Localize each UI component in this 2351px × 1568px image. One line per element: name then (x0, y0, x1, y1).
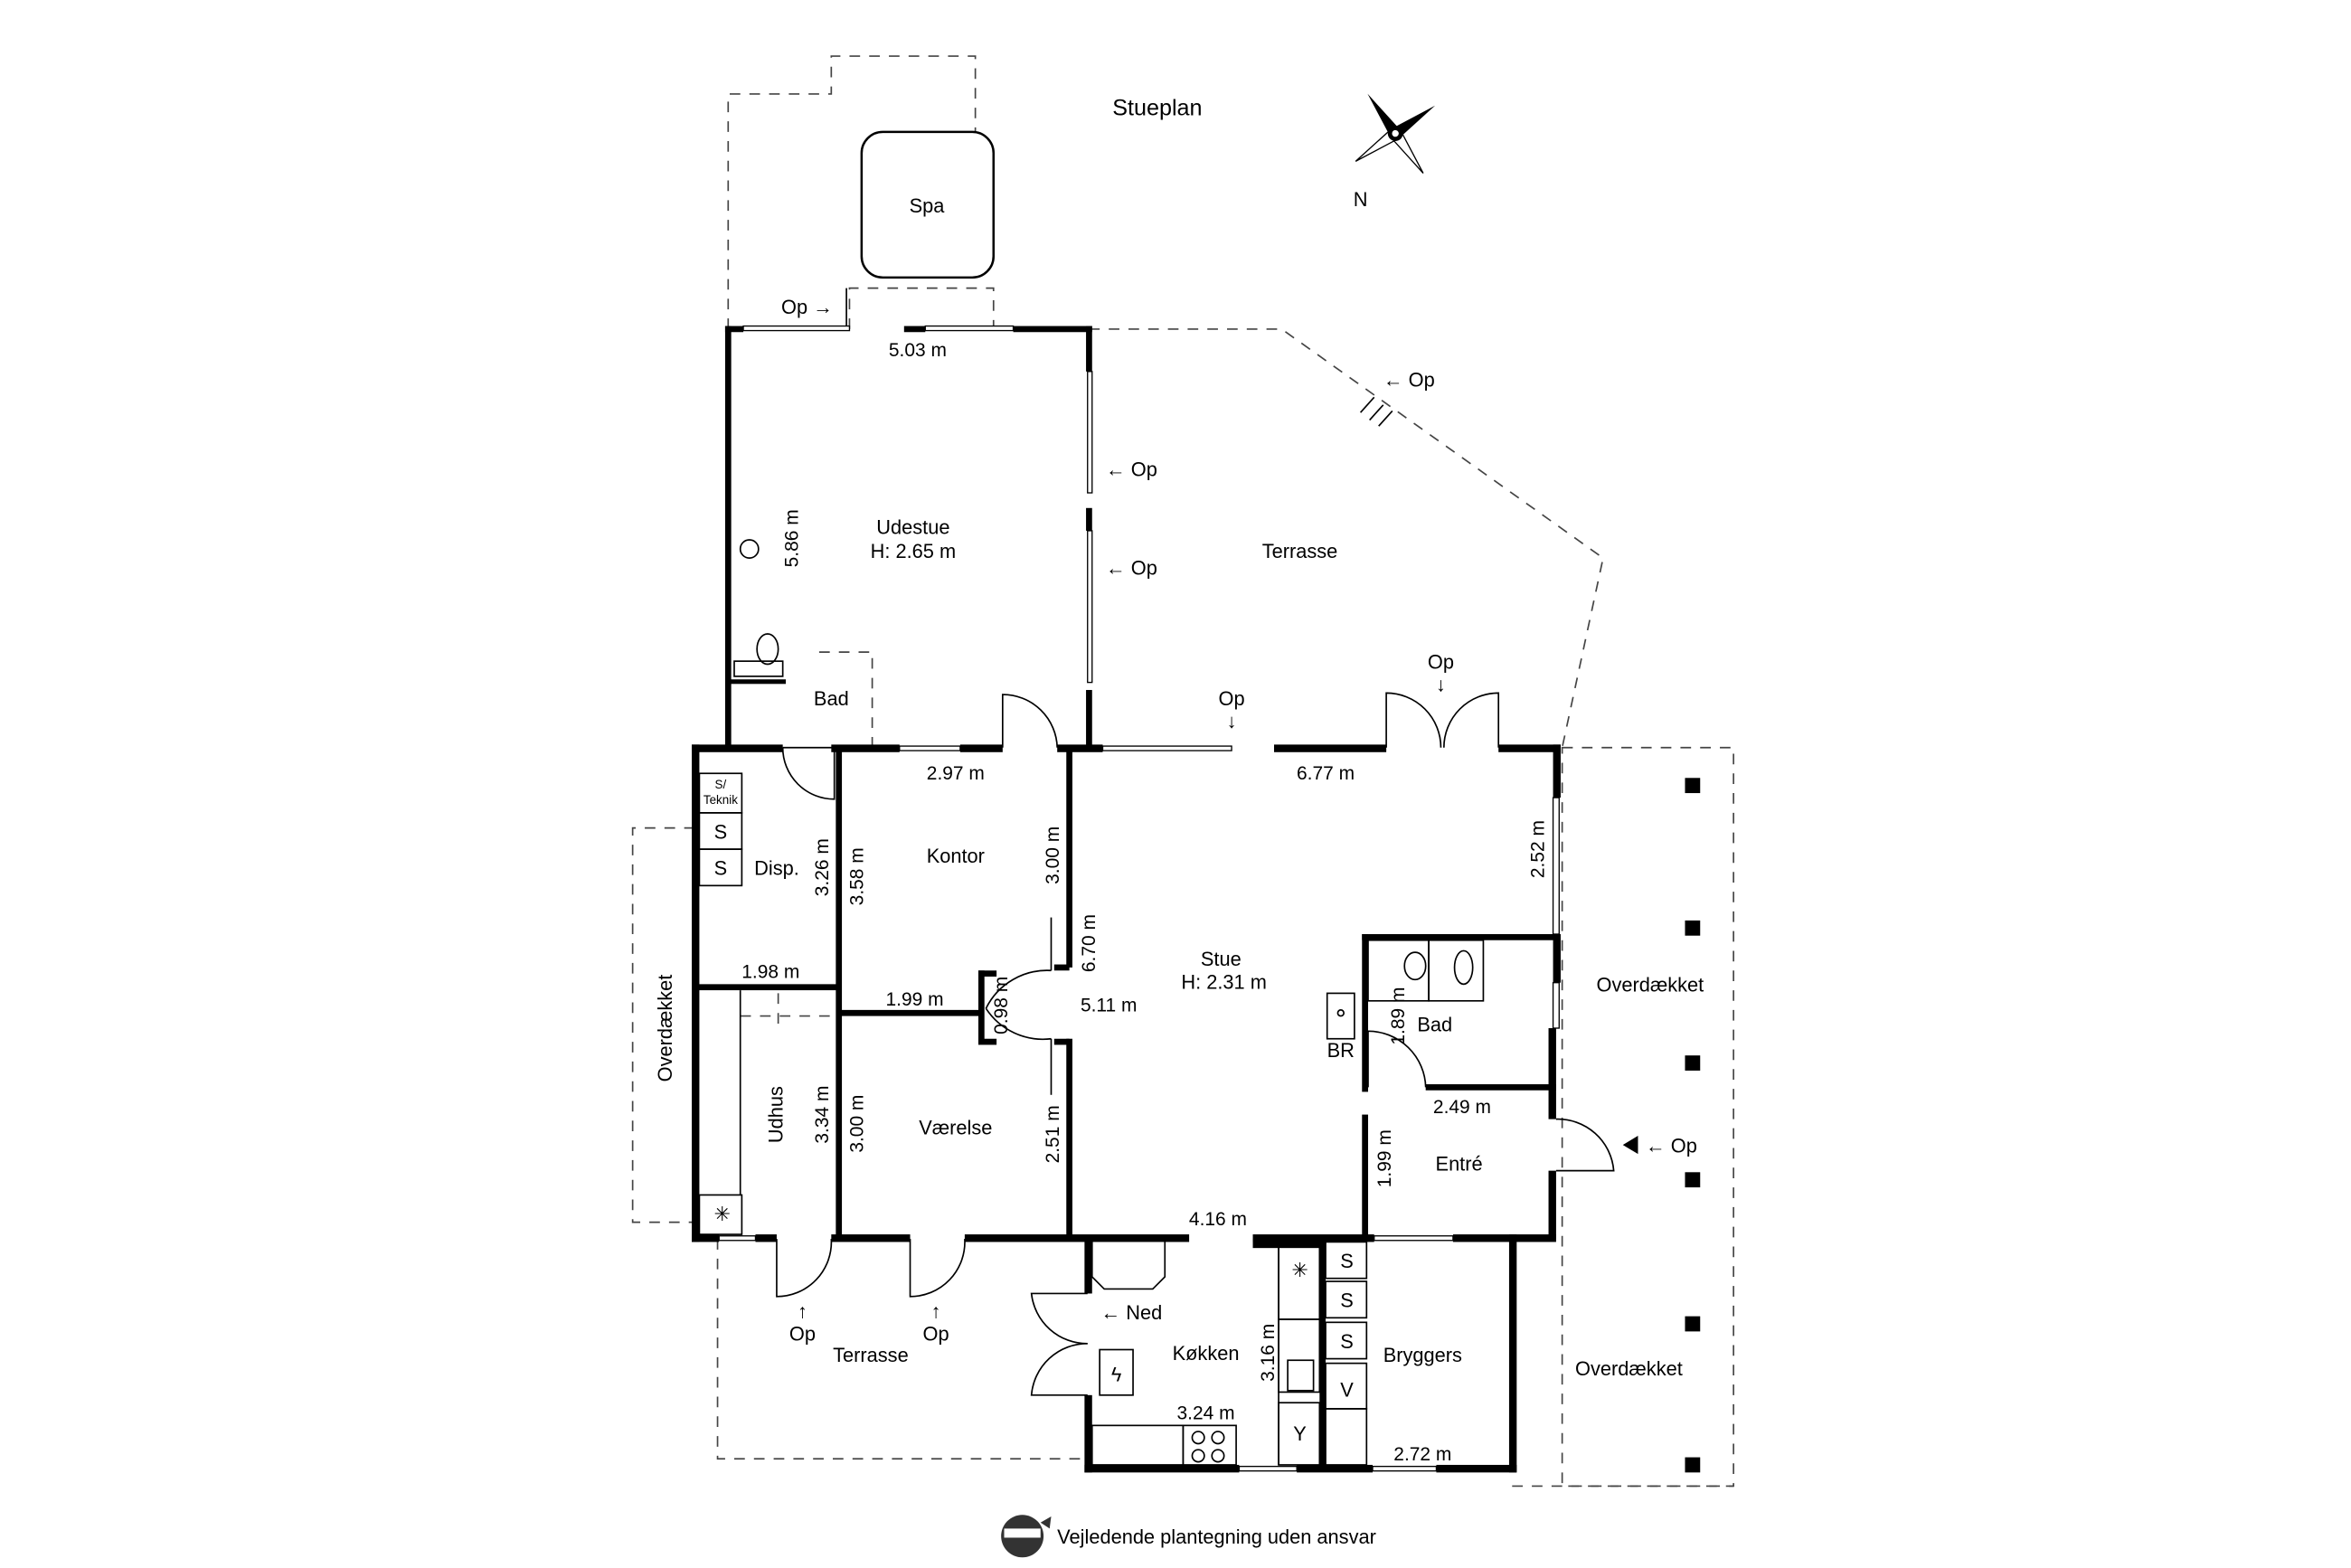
stair-op-bottom-1-label: Op (789, 1322, 816, 1345)
dim-disp-width: 1.98 m (741, 962, 799, 983)
stair-op-terrasse-door-label: Op (1428, 651, 1454, 674)
freezer-icon: ✳ (1291, 1259, 1308, 1281)
room-label-br: BR (1327, 1039, 1355, 1062)
ninja-logo-icon (1001, 1515, 1052, 1558)
cabinet-s: S (714, 820, 728, 843)
room-label-overdaekket-bottom: Overdækket (1575, 1357, 1683, 1380)
dim-vaerelse-height: 3.00 m (847, 1095, 868, 1153)
dim-udhus-height: 3.34 m (812, 1086, 833, 1144)
dim-kontor-width: 2.97 m (927, 763, 985, 784)
oven-icon: ϟ (1111, 1364, 1122, 1386)
room-label-udestue: Udestue (876, 515, 949, 538)
wine-cooler-icon: Y (1293, 1422, 1307, 1445)
room-label-bryggers: Bryggers (1383, 1344, 1462, 1366)
dim-stue-bottom: 4.16 m (1189, 1209, 1247, 1230)
dim-hall-width: 1.99 m (886, 989, 944, 1010)
stair-op-stue-label: Op (1219, 687, 1245, 710)
dim-vaerelse-height-2: 2.51 m (1043, 1105, 1063, 1163)
dim-stue-right: 2.52 m (1528, 820, 1549, 878)
cabinet-teknik-2: Teknik (703, 793, 738, 807)
doors (776, 288, 1615, 1396)
dim-kontor-height-2: 3.00 m (1043, 827, 1063, 884)
stair-steps (1359, 396, 1393, 427)
stair-op-udestue-2: ← Op (1106, 557, 1157, 580)
stair-op-bottom-1-arrow: ↑ (798, 1299, 807, 1322)
cabinet-s: S (1340, 1289, 1354, 1312)
dim-stue-width: 6.77 m (1297, 763, 1355, 784)
stair-op-terrasse: ← Op (1383, 369, 1435, 392)
room-label-terrasse-top: Terrasse (1262, 540, 1338, 562)
room-label-overdaekket-right: Overdækket (1597, 974, 1704, 997)
cabinet-s: S (1340, 1250, 1354, 1272)
cabinet-s: S (714, 857, 728, 880)
plan-title: Stueplan (1112, 95, 1202, 120)
spa-tub (860, 130, 996, 279)
freezer-icon: ✳ (713, 1203, 730, 1225)
dim-entre-width: 2.49 m (1433, 1097, 1491, 1118)
dim-stue-mid: 5.11 m (1081, 996, 1138, 1016)
entrance-arrow-icon (1622, 1136, 1638, 1155)
dim-stue-height: 6.70 m (1079, 914, 1100, 972)
compass-icon (1355, 93, 1436, 174)
stair-op-udestue-1: ← Op (1106, 458, 1157, 481)
room-label-stue: Stue (1201, 948, 1242, 970)
cabinet-teknik: S/ (715, 778, 727, 791)
dim-koekken-width: 3.24 m (1177, 1403, 1235, 1424)
room-label-koekken: Køkken (1173, 1342, 1240, 1365)
dim-udestue-width: 5.03 m (889, 340, 947, 361)
stair-ned-koekken: ← Ned (1100, 1301, 1162, 1324)
room-label-kontor: Kontor (927, 845, 985, 867)
disclaimer-text: Vejledende plantegning uden ansvar (1057, 1525, 1376, 1548)
room-label-spa: Spa (910, 194, 946, 217)
cabinet-v: V (1340, 1379, 1354, 1402)
room-label-entre: Entré (1436, 1153, 1483, 1176)
dim-disp-height: 3.26 m (812, 838, 833, 896)
dim-bryggers-width: 2.72 m (1393, 1444, 1451, 1465)
room-label-vaerelse: Værelse (919, 1116, 992, 1138)
room-label-bad-top: Bad (814, 687, 849, 710)
stair-op-entre: ← Op (1646, 1135, 1697, 1157)
room-label-terrasse-bottom: Terrasse (833, 1344, 909, 1366)
walls (692, 325, 1561, 1473)
room-label-disp: Disp. (754, 857, 799, 880)
room-height-stue: H: 2.31 m (1181, 970, 1267, 993)
outdoor-outlines (631, 55, 1734, 1488)
room-label-udhus: Udhus (765, 1086, 788, 1143)
stair-op-terrasse-door-arrow: ↓ (1436, 674, 1446, 696)
dim-kontor-height: 3.58 m (847, 847, 868, 905)
dim-koekken-height: 3.16 m (1258, 1324, 1279, 1382)
stair-op-spa: Op → (781, 296, 833, 318)
compass-north-label: N (1354, 188, 1368, 211)
posts (1685, 778, 1701, 1473)
room-label-overdaekket-left: Overdækket (654, 975, 676, 1082)
dim-hall-height: 0.98 m (991, 977, 1012, 1034)
cabinet-s: S (1340, 1330, 1354, 1353)
room-label-bad: Bad (1417, 1013, 1452, 1035)
room-height-udestue: H: 2.65 m (871, 540, 956, 562)
fixtures (698, 539, 1485, 1466)
stair-op-bottom-2-label: Op (922, 1322, 949, 1345)
dim-bad-height: 1.89 m (1388, 987, 1409, 1045)
dim-entre-height: 1.99 m (1374, 1129, 1395, 1187)
stair-op-bottom-2-arrow: ↑ (931, 1299, 941, 1322)
stair-op-stue-arrow: ↓ (1227, 710, 1237, 732)
dim-udestue-height: 5.86 m (781, 509, 802, 567)
